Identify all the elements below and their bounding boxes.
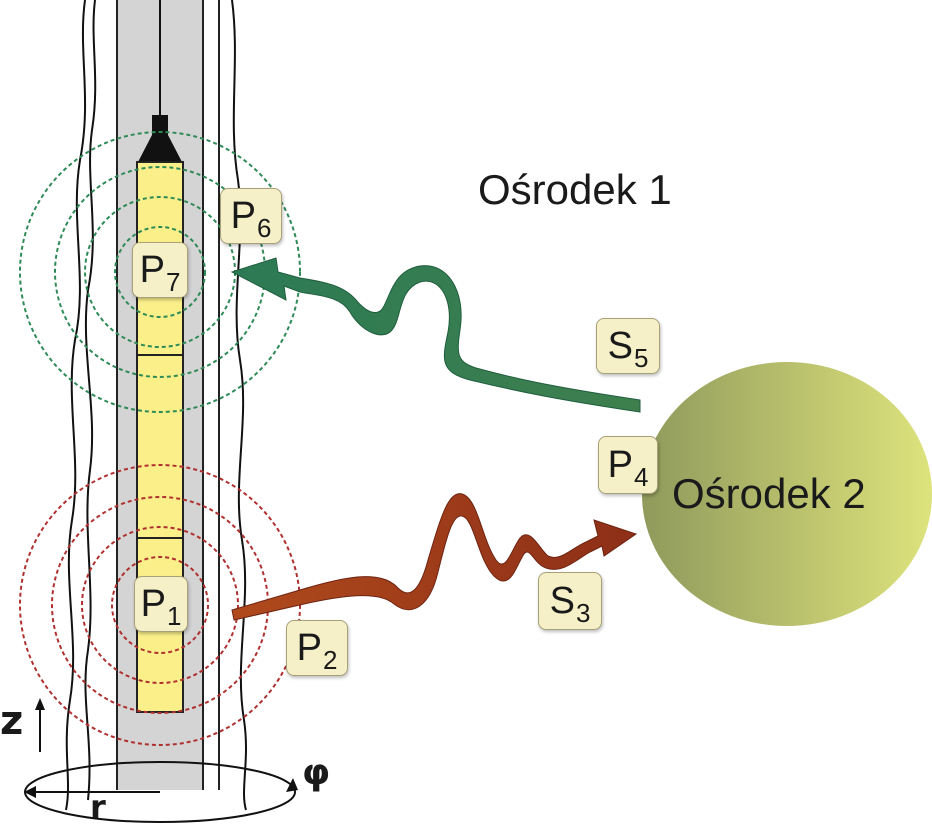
wavy-boundary-left — [84, 0, 97, 801]
point-p2-sub: 2 — [322, 645, 338, 675]
point-p7-main: P — [139, 249, 165, 291]
medium-2-label: Ośrodek 2 — [672, 470, 866, 517]
r-axis-label: r — [90, 788, 106, 826]
z-axis-arrowhead — [35, 698, 45, 710]
coordinate-system — [24, 698, 298, 823]
point-s5-sub: 5 — [633, 343, 649, 373]
green-wave-arrow — [230, 257, 641, 413]
point-s3-sub: 3 — [575, 598, 591, 628]
wavy-boundary-left-inner — [65, 0, 87, 811]
point-p4-main: P — [607, 444, 633, 486]
r-arrowhead — [24, 786, 36, 798]
phi-axis-label: φ — [302, 752, 331, 793]
point-p2-main: P — [296, 627, 322, 669]
medium-1-label: Ośrodek 1 — [478, 166, 672, 213]
point-s5-main: S — [607, 325, 633, 367]
point-s3-main: S — [549, 580, 575, 622]
point-p6-main: P — [230, 195, 256, 237]
point-p1-main: P — [140, 583, 166, 625]
wavy-boundary-right — [231, 0, 247, 811]
tool-head — [138, 135, 182, 162]
phi-arrowhead — [286, 778, 298, 792]
point-p1-sub: 1 — [166, 601, 182, 631]
point-p6-sub: 6 — [256, 213, 272, 243]
z-axis-label: z — [0, 698, 24, 744]
point-p4-sub: 4 — [633, 462, 649, 492]
red-wave-arrow — [231, 493, 638, 621]
point-p7-sub: 7 — [165, 267, 181, 297]
medium-2-sphere — [642, 362, 932, 626]
tool-connector — [152, 115, 168, 135]
